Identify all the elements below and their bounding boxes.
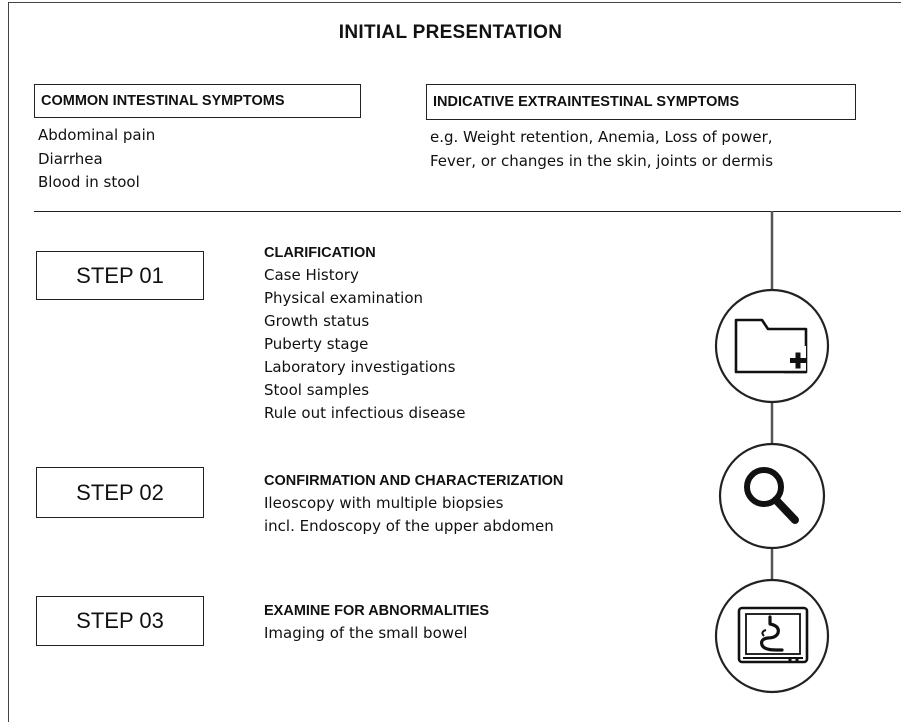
step-01-item: Growth status — [264, 312, 370, 330]
step-01-details: CLARIFICATION Case History Physical exam… — [264, 242, 465, 425]
common-symptoms-heading: COMMON INTESTINAL SYMPTOMS — [41, 93, 285, 109]
common-symptoms-list: Abdominal pain Diarrhea Blood in stool — [38, 124, 155, 195]
timeline-icons — [714, 211, 830, 694]
step-03-label: STEP 03 — [76, 608, 164, 633]
magnifier-icon — [718, 442, 826, 550]
extraintestinal-heading: INDICATIVE EXTRAINTESTINAL SYMPTOMS — [433, 94, 740, 110]
step-03-box: STEP 03 — [36, 596, 204, 646]
step-03-item: Imaging of the small bowel — [264, 624, 468, 642]
step-01-item: Case History — [264, 266, 359, 284]
diagram-title: INITIAL PRESENTATION — [338, 22, 563, 43]
step-01-item: Stool samples — [264, 381, 370, 399]
extraintestinal-line: Fever, or changes in the skin, joints or… — [430, 151, 774, 170]
step-03-title: EXAMINE FOR ABNORMALITIES — [264, 603, 490, 619]
section-divider — [34, 211, 901, 212]
step-03-details: EXAMINE FOR ABNORMALITIES Imaging of the… — [264, 600, 489, 645]
step-01-title: CLARIFICATION — [264, 245, 376, 261]
extraintestinal-text: e.g. Weight retention, Anemia, Loss of p… — [430, 126, 773, 173]
diagram-frame — [8, 2, 901, 722]
step-01-item: Physical examination — [264, 289, 424, 307]
step-01-item: Puberty stage — [264, 335, 369, 353]
imaging-monitor-icon — [714, 578, 830, 694]
step-02-item: incl. Endoscopy of the upper abdomen — [264, 517, 554, 535]
common-symptom-item: Abdominal pain — [38, 126, 156, 144]
common-symptom-item: Diarrhea — [38, 149, 103, 168]
common-symptoms-heading-box: COMMON INTESTINAL SYMPTOMS — [34, 84, 361, 118]
step-02-title: CONFIRMATION AND CHARACTERIZATION — [264, 473, 564, 489]
step-01-item: Rule out infectious disease — [264, 404, 466, 422]
step-02-details: CONFIRMATION AND CHARACTERIZATION Ileosc… — [264, 470, 563, 538]
extraintestinal-heading-box: INDICATIVE EXTRAINTESTINAL SYMPTOMS — [426, 84, 856, 120]
medical-folder-icon — [714, 288, 830, 404]
step-01-label: STEP 01 — [76, 262, 164, 288]
extraintestinal-line: e.g. Weight retention, Anemia, Loss of p… — [430, 128, 773, 146]
step-01-box: STEP 01 — [36, 251, 204, 300]
step-01-item: Laboratory investigations — [264, 358, 456, 376]
common-symptom-item: Blood in stool — [38, 173, 140, 191]
step-02-label: STEP 02 — [76, 479, 164, 505]
step-02-item: Ileoscopy with multiple biopsies — [264, 494, 504, 512]
step-02-box: STEP 02 — [36, 467, 204, 518]
